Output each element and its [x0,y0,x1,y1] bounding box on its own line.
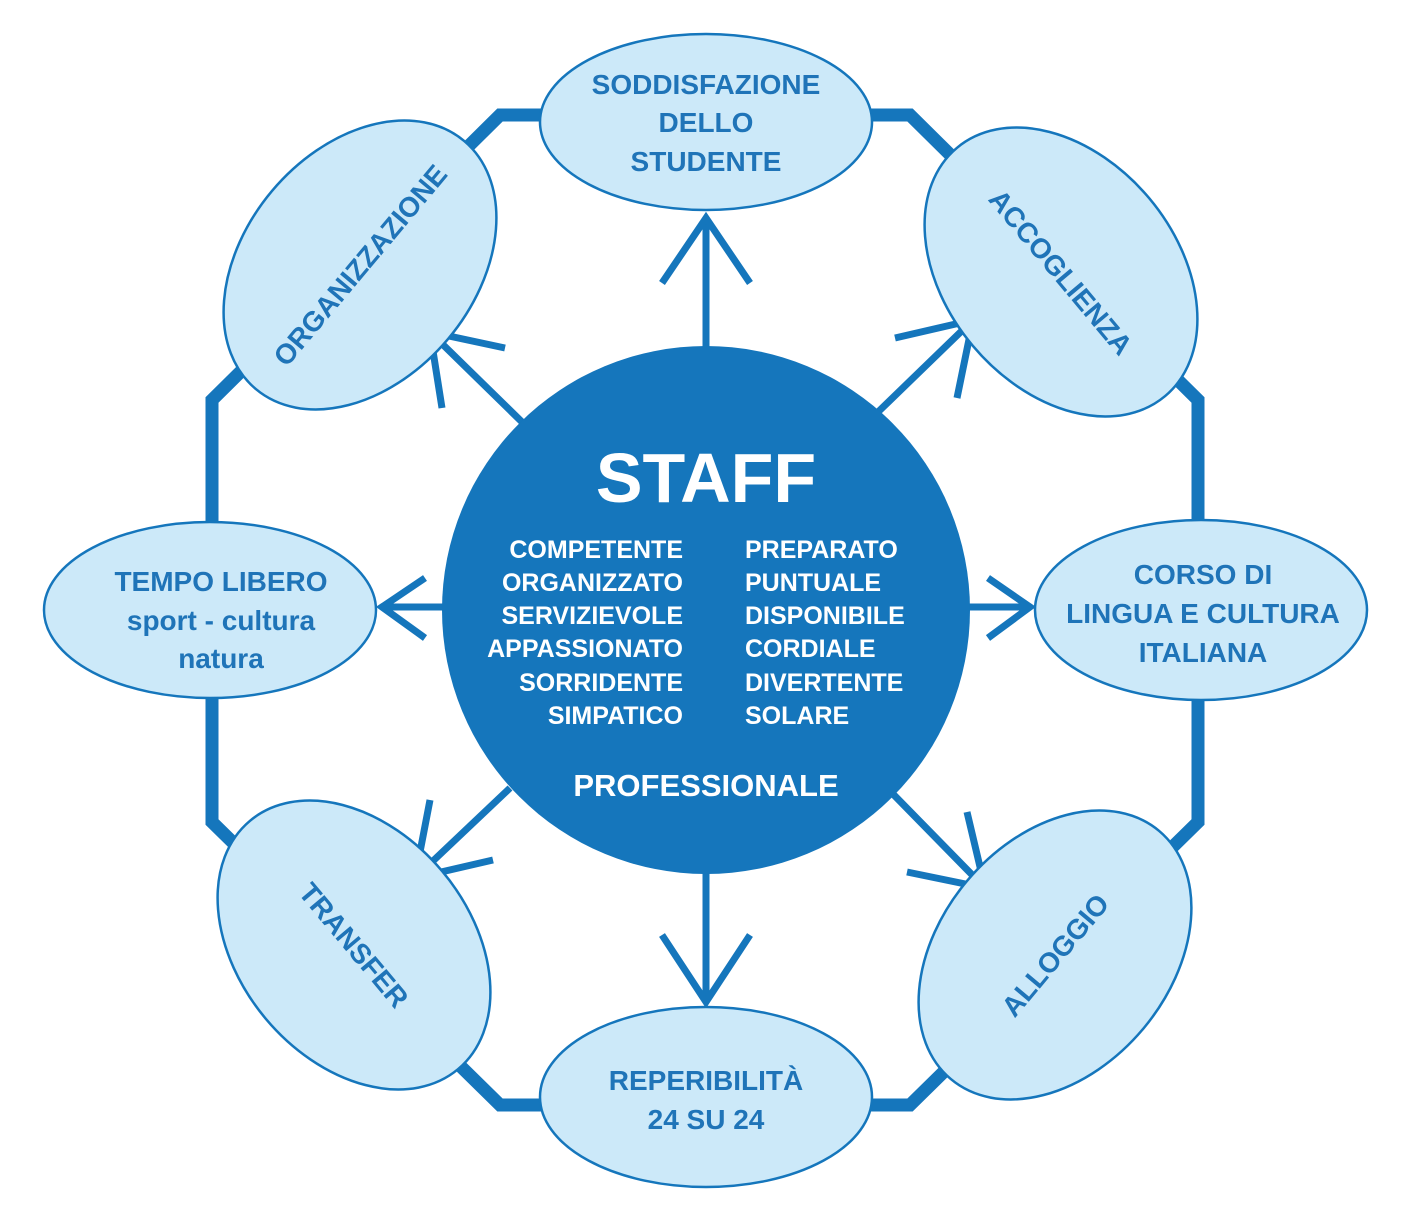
right-qualities: PREPARATO PUNTUALE DISPONIBILE CORDIALE … [745,536,905,730]
node-corso: CORSO DI LINGUA E CULTURA ITALIANA [1033,518,1369,702]
staff-title: STAFF [596,439,816,517]
svg-text:STUDENTE: STUDENTE [631,146,782,177]
quality: SOLARE [745,702,849,730]
quality: SIMPATICO [548,702,683,730]
arrow-left [375,575,446,641]
node-tempo-libero: TEMPO LIBERO sport - cultura natura [42,520,378,700]
node-reperibilita: REPERIBILITÀ 24 SU 24 [538,1005,874,1189]
arrow-bottom-right [889,790,990,893]
node-accoglienza: ACCOGLIENZA [923,126,1199,418]
quality: DISPONIBILE [745,602,905,630]
quality: PUNTUALE [745,569,881,597]
staff-circle: STAFF COMPETENTE ORGANIZZATO SERVIZIEVOL… [442,346,970,874]
svg-text:SODDISFAZIONE: SODDISFAZIONE [592,69,821,100]
professionale-label: PROFESSIONALE [573,768,838,803]
quality: COMPETENTE [509,536,683,564]
arrow-top [659,211,753,348]
svg-text:24 SU 24: 24 SU 24 [648,1104,765,1135]
node-organizzazione: ORGANIZZAZIONE [222,119,498,411]
quality: ORGANIZZATO [502,569,683,597]
node-transfer: TRANSFER [216,799,492,1091]
quality: DIVERTENTE [745,669,903,697]
svg-text:ITALIANA: ITALIANA [1139,637,1268,668]
svg-text:REPERIBILITÀ: REPERIBILITÀ [609,1065,803,1096]
arrow-right [966,575,1037,641]
node-alloggio: ALLOGGIO [917,809,1193,1101]
arrow-bottom [659,872,753,1009]
svg-text:DELLO: DELLO [659,107,754,138]
arrow-top-right [875,315,978,415]
svg-text:TEMPO LIBERO: TEMPO LIBERO [114,566,327,597]
svg-text:sport - cultura: sport - cultura [127,605,316,636]
svg-text:LINGUA E CULTURA: LINGUA E CULTURA [1066,598,1340,629]
left-qualities: COMPETENTE ORGANIZZATO SERVIZIEVOLE APPA… [487,536,683,730]
quality: APPASSIONATO [487,635,683,663]
node-soddisfazione: SODDISFAZIONE DELLO STUDENTE [538,32,874,212]
quality: SERVIZIEVOLE [501,602,683,630]
svg-text:natura: natura [178,643,264,674]
quality: PREPARATO [745,536,898,564]
quality: CORDIALE [745,635,876,663]
quality: SORRIDENTE [519,669,683,697]
svg-text:CORSO DI: CORSO DI [1134,559,1272,590]
